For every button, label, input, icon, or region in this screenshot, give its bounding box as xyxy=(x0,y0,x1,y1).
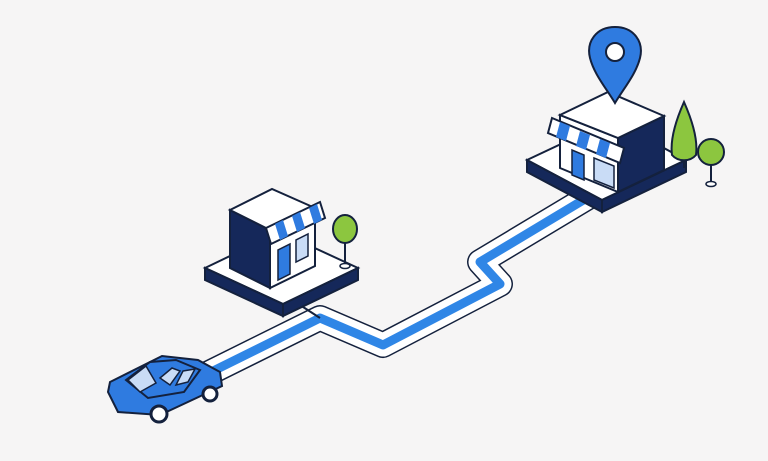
destination-pin-icon xyxy=(588,25,642,105)
awning xyxy=(546,116,626,165)
origin-store xyxy=(202,187,361,318)
route-path xyxy=(199,184,597,387)
tree-icon xyxy=(697,138,725,188)
delivery-car xyxy=(106,354,224,424)
awning xyxy=(264,200,327,246)
route-line xyxy=(203,192,593,380)
tree-icon xyxy=(332,214,358,270)
destination-store xyxy=(524,25,725,214)
tree-icon xyxy=(670,99,698,168)
